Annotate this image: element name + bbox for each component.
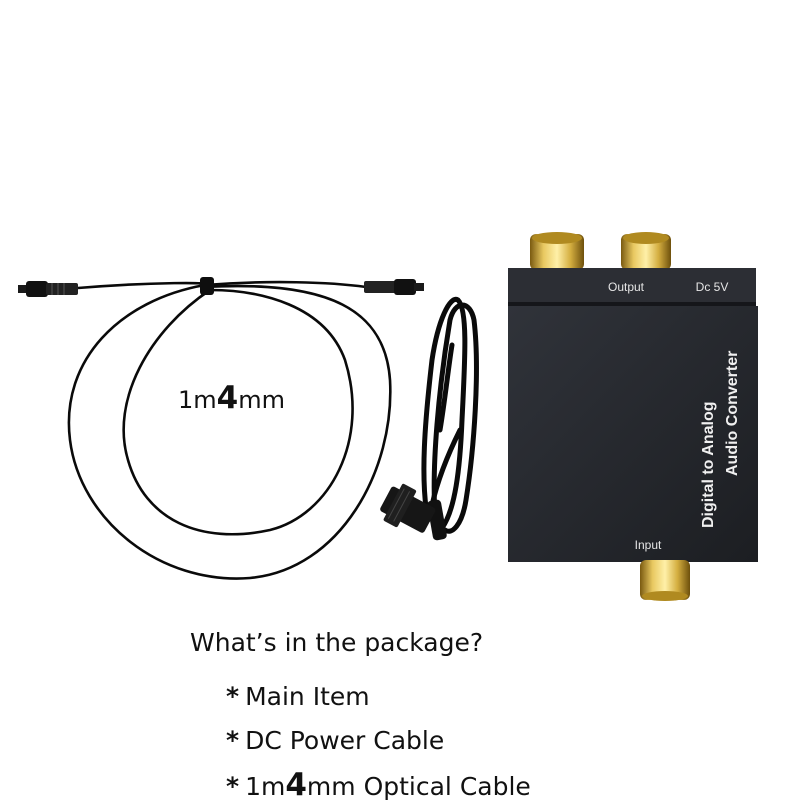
- item-dc-cable: DC Power Cable: [245, 726, 445, 755]
- item-optical-suffix: mm Optical Cable: [306, 772, 531, 801]
- dc-power-cable: [421, 296, 479, 534]
- cable-tie: [200, 277, 214, 295]
- bullet: *: [226, 682, 240, 711]
- converter-box: Output Dc 5V Input Digital to Analog Aud…: [508, 232, 758, 601]
- bullet: *: [226, 772, 240, 801]
- list-item: *1m4mm Optical Cable: [226, 768, 531, 812]
- list-item: *DC Power Cable: [226, 724, 531, 768]
- item-main: Main Item: [245, 682, 370, 711]
- output-label: Output: [608, 280, 645, 294]
- cable-label-emphasis: 4: [216, 380, 239, 416]
- input-label: Input: [635, 538, 662, 552]
- usb-plug: [380, 483, 436, 533]
- bullet: *: [226, 726, 240, 755]
- product-name-line2: Audio Converter: [724, 351, 741, 476]
- cable-length-label: 1m4mm: [178, 380, 285, 416]
- rca-output-left: [530, 232, 584, 270]
- item-optical-prefix: 1m: [245, 772, 286, 801]
- package-title: What’s in the package?: [190, 628, 484, 657]
- optical-cable: [67, 280, 392, 580]
- optical-plug-right: [364, 279, 424, 295]
- list-item: *Main Item: [226, 680, 531, 724]
- rca-output-right: [621, 232, 671, 270]
- rca-input: [640, 560, 690, 601]
- optical-plug-left: [18, 281, 78, 297]
- product-name-line1: Digital to Analog: [700, 401, 717, 528]
- cable-label-suffix: mm: [238, 386, 285, 414]
- cable-label-prefix: 1m: [178, 386, 217, 414]
- item-optical-emphasis: 4: [285, 767, 307, 803]
- package-contents-list: *Main Item *DC Power Cable *1m4mm Optica…: [226, 680, 531, 812]
- power-label: Dc 5V: [696, 280, 729, 294]
